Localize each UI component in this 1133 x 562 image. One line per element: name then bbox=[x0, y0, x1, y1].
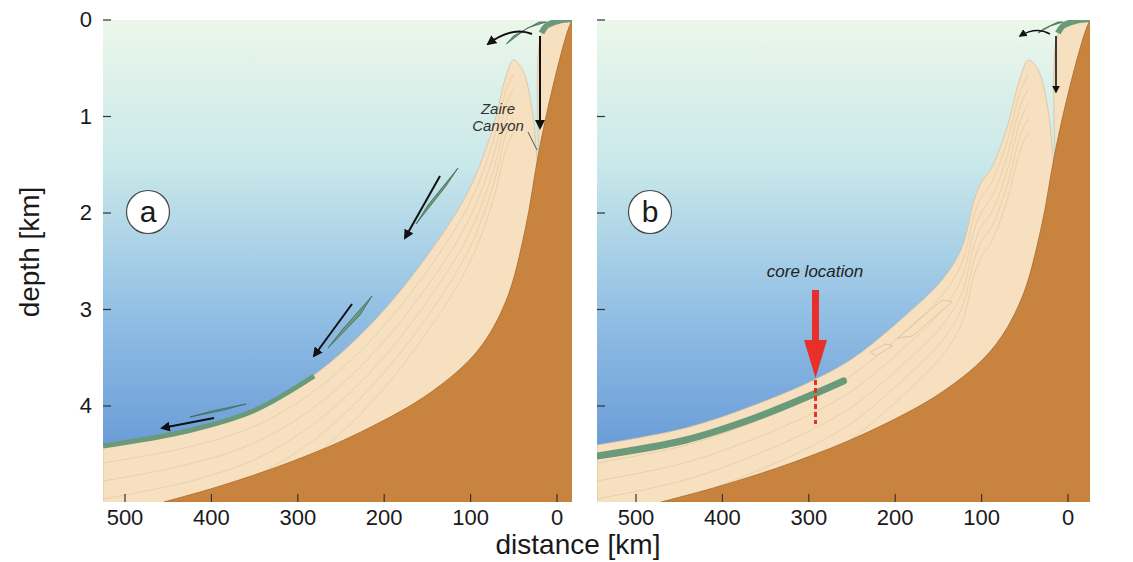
flow-arrow bbox=[488, 32, 532, 44]
sediment-fan bbox=[597, 20, 1090, 502]
panel-body bbox=[597, 20, 1090, 502]
tick-label: 300 bbox=[279, 506, 316, 530]
depth-tick bbox=[103, 19, 111, 20]
tick-label: 400 bbox=[704, 506, 741, 530]
distance-tick bbox=[297, 494, 298, 502]
depth-tick bbox=[597, 116, 605, 117]
depth-tick bbox=[597, 212, 605, 213]
tick-label: 0 bbox=[1062, 506, 1074, 530]
flow-arrow bbox=[539, 36, 541, 128]
distance-tick bbox=[635, 494, 636, 502]
flow-arrow bbox=[1055, 36, 1057, 92]
panel-letter: b bbox=[642, 197, 659, 227]
core-arrowhead bbox=[804, 340, 827, 378]
distance-tick bbox=[895, 494, 896, 502]
flow-arrow bbox=[314, 304, 352, 356]
slide-block bbox=[871, 344, 893, 356]
distance-tick bbox=[384, 494, 385, 502]
tick-label: 100 bbox=[963, 506, 1000, 530]
tick-label: 100 bbox=[452, 506, 489, 530]
turbidity-flow bbox=[328, 296, 372, 348]
flow-arrow bbox=[405, 176, 440, 238]
tick-label: 1 bbox=[80, 104, 92, 128]
tick-label: 4 bbox=[80, 394, 92, 418]
circle-shape bbox=[629, 191, 672, 234]
tick-label: 400 bbox=[193, 506, 230, 530]
turbidity-flow bbox=[416, 168, 458, 224]
distance-tick bbox=[722, 494, 723, 502]
tick-label: 300 bbox=[790, 506, 827, 530]
core-trace bbox=[814, 380, 817, 424]
panel-letter: a bbox=[140, 197, 157, 227]
panel-body bbox=[103, 20, 572, 502]
axis-title: distance [km] bbox=[496, 530, 661, 561]
circle-shape bbox=[127, 191, 170, 234]
callout-label: core location bbox=[767, 263, 863, 282]
panel-b bbox=[597, 18, 1100, 535]
panel-letter-circle: a bbox=[125, 189, 171, 235]
depth-tick bbox=[597, 309, 605, 310]
tick-label: 500 bbox=[107, 506, 144, 530]
depth-tick bbox=[597, 19, 605, 20]
tick-label: 2 bbox=[80, 201, 92, 225]
distance-tick bbox=[556, 494, 557, 502]
distance-tick bbox=[470, 494, 471, 502]
flow-arrow bbox=[162, 418, 214, 428]
core-arrow-shaft bbox=[812, 290, 819, 342]
basement bbox=[164, 20, 572, 502]
tick-label: 0 bbox=[80, 8, 92, 32]
tick-label: 200 bbox=[877, 506, 914, 530]
buried-turbidite bbox=[597, 381, 844, 456]
leader-line bbox=[528, 132, 537, 150]
tick-label: 0 bbox=[551, 506, 563, 530]
depth-tick bbox=[597, 405, 605, 406]
panel-a bbox=[103, 18, 581, 535]
panel-letter-box: b bbox=[627, 189, 673, 235]
distance-tick bbox=[124, 494, 125, 502]
panel-letter-box: a bbox=[125, 189, 171, 235]
slide-block bbox=[898, 300, 952, 338]
tick-label: 200 bbox=[366, 506, 403, 530]
panel-letter-circle: b bbox=[627, 189, 673, 235]
distance-tick bbox=[981, 494, 982, 502]
turbidite-veneer bbox=[103, 376, 314, 446]
depth-tick bbox=[103, 405, 111, 406]
callout-label: Zaire Canyon bbox=[467, 101, 529, 134]
distance-tick bbox=[1067, 494, 1068, 502]
tick-label: 3 bbox=[80, 297, 92, 321]
sediment-fan bbox=[103, 20, 572, 502]
tick-label: 500 bbox=[618, 506, 655, 530]
depth-tick bbox=[103, 116, 111, 117]
distance-tick bbox=[211, 494, 212, 502]
distance-tick bbox=[808, 494, 809, 502]
axis-title: depth [km] bbox=[15, 187, 46, 318]
flow-arrow bbox=[1020, 30, 1050, 36]
depth-tick bbox=[103, 212, 111, 213]
depth-tick bbox=[103, 309, 111, 310]
